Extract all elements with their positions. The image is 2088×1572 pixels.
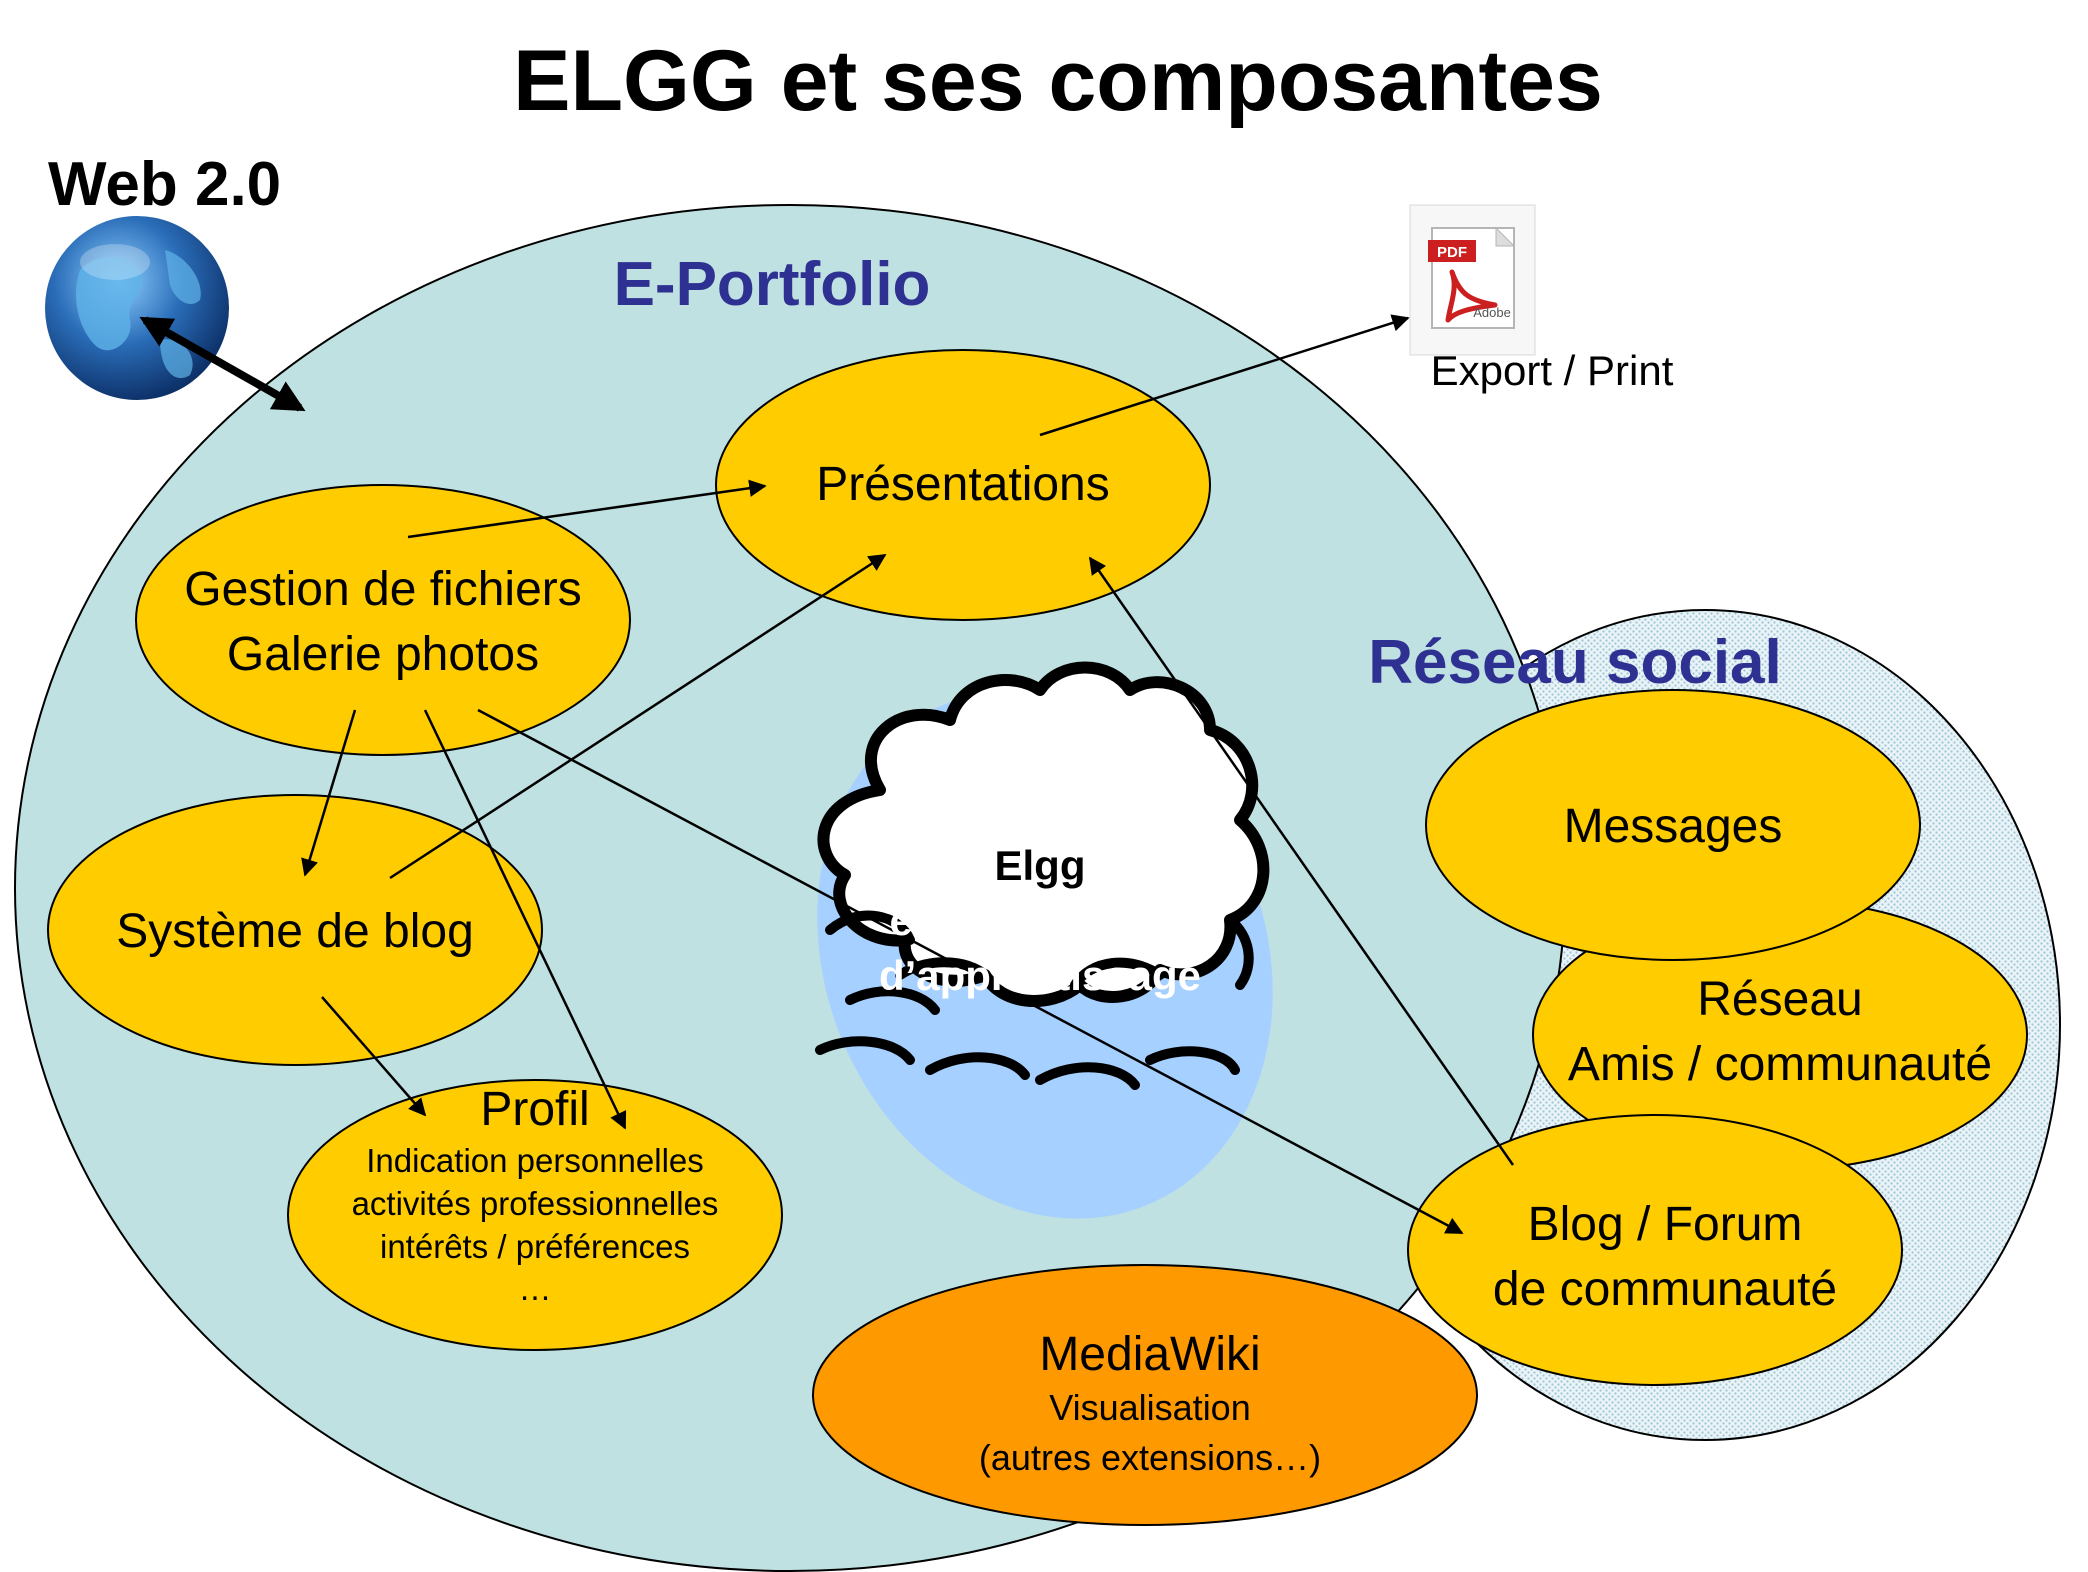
eportfolio-label: E-Portfolio (614, 250, 931, 319)
profil-node (287, 1079, 783, 1351)
arrow-forum-presentations (1088, 556, 1515, 1166)
presentations-node (715, 349, 1211, 621)
blog-label: Système de blog (116, 905, 474, 958)
cloud-label-line3: d’apprentissage (879, 952, 1201, 999)
arrow-gestion-blog (301, 709, 357, 877)
pdf-badge: PDF (1437, 244, 1467, 261)
reseau-label-line1: Réseau (1697, 973, 1862, 1026)
messages-label: Messages (1564, 800, 1783, 853)
cloud-label-line1: Elgg (995, 842, 1086, 889)
arrow-presentations-export (1039, 314, 1410, 437)
profil-title: Profil (480, 1083, 589, 1136)
blog-node (47, 794, 543, 1066)
presentations-label: Présentations (816, 458, 1110, 511)
forum-label-line1: Blog / Forum (1528, 1198, 1803, 1251)
mediawiki-title: MediaWiki (1039, 1328, 1260, 1381)
messages-node (1425, 689, 1921, 961)
arrow-gestion-forum (477, 708, 1464, 1235)
profil-line2: activités professionnelles (352, 1185, 719, 1222)
web-label: Web 2.0 (48, 150, 281, 219)
connectors (301, 314, 1515, 1235)
adobe-label: Adobe (1473, 305, 1511, 320)
export-label: Export / Print (1431, 347, 1674, 394)
gestion-label-line1: Gestion de fichiers (184, 563, 582, 616)
mediawiki-line1: Visualisation (1049, 1387, 1250, 1428)
globe-icon (45, 216, 229, 400)
elgg-cloud (815, 661, 1270, 1090)
arrow-gestion-presentations (407, 479, 767, 539)
diagram-title: ELGG et ses composantes (513, 33, 1603, 129)
gestion-node (135, 484, 631, 756)
arrow-blog-profil (321, 996, 427, 1117)
mediawiki-line2: (autres extensions…) (979, 1437, 1321, 1478)
profil-line3: intérêts / préférences (380, 1228, 690, 1265)
gestion-label-line2: Galerie photos (227, 628, 539, 681)
reseau-social-label: Réseau social (1368, 628, 1782, 697)
web-link-arrow (139, 316, 306, 412)
profil-line4: … (519, 1270, 552, 1307)
reseau-label-line2: Amis / communauté (1568, 1038, 1992, 1091)
pdf-icon: PDF Adobe (1409, 204, 1536, 356)
arrow-gestion-profil (423, 709, 627, 1130)
arrow-blog-presentations (389, 553, 887, 880)
forum-label-line2: de communauté (1493, 1263, 1837, 1316)
forum-node (1407, 1114, 1903, 1386)
mediawiki-node (812, 1264, 1478, 1526)
profil-line1: Indication personnelles (366, 1142, 704, 1179)
cloud-label-line2: environnement (889, 897, 1190, 944)
